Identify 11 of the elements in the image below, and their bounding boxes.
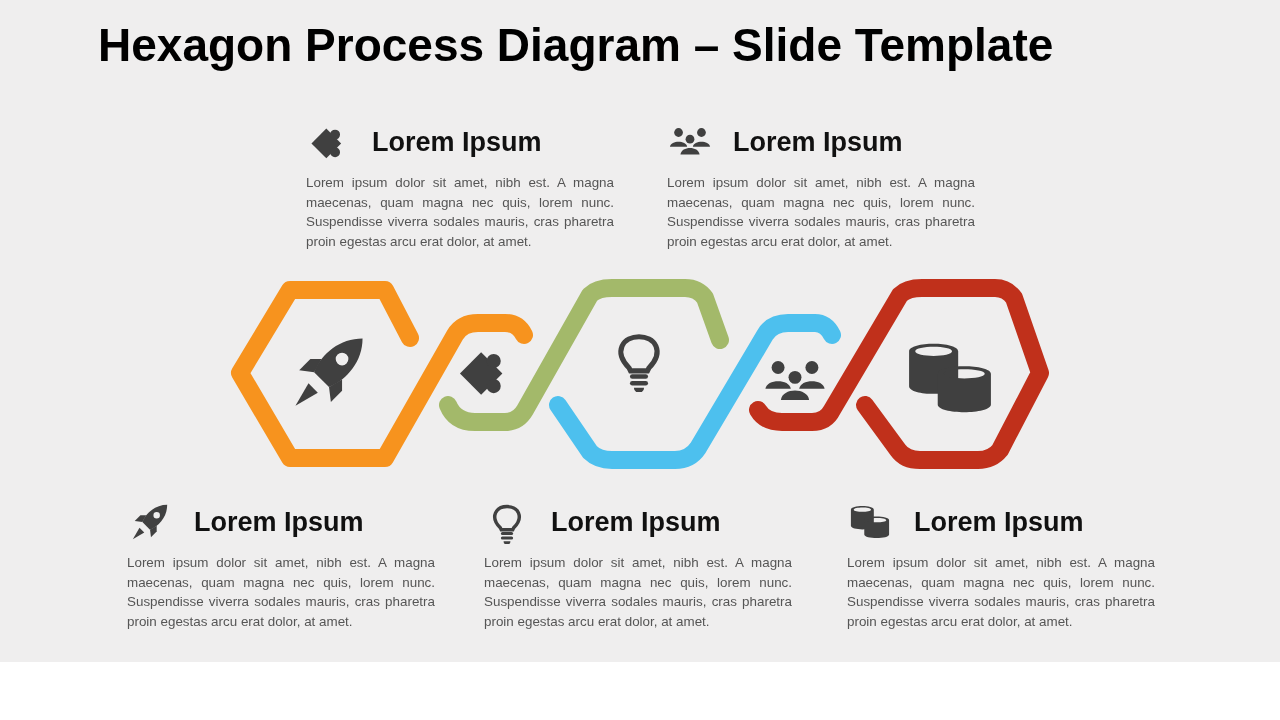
callout-heading: Lorem Ipsum — [733, 126, 903, 159]
callout-heading: Lorem Ipsum — [914, 506, 1084, 539]
callout-heading: Lorem Ipsum — [551, 506, 721, 539]
callout-heading: Lorem Ipsum — [194, 506, 364, 539]
callout-text: Lorem ipsum dolor sit amet, nibh est. A magna maecenas, quam magna nec quis, lorem nunc. Suspendisse viverra sodales mauris, cras pharetra proin egestas arcu erat dolor, at amet. — [127, 554, 435, 631]
slide-title: Hexagon Process Diagram – Slide Template — [98, 18, 1054, 72]
callout-text: Lorem ipsum dolor sit amet, nibh est. A magna maecenas, quam magna nec quis, lorem nunc. Suspendisse viverra sodales mauris, cras pharetra proin egestas arcu erat dolor, at amet. — [847, 554, 1155, 631]
callout-heading: Lorem Ipsum — [372, 126, 542, 159]
callout-text: Lorem ipsum dolor sit amet, nibh est. A magna maecenas, quam magna nec quis, lorem nunc. Suspendisse viverra sodales mauris, cras pharetra proin egestas arcu erat dolor, at amet. — [484, 554, 792, 631]
callout-text: Lorem ipsum dolor sit amet, nibh est. A magna maecenas, quam magna nec quis, lorem nunc. Suspendisse viverra sodales mauris, cras pharetra proin egestas arcu erat dolor, at amet. — [306, 174, 614, 251]
callout-text: Lorem ipsum dolor sit amet, nibh est. A magna maecenas, quam magna nec quis, lorem nunc. Suspendisse viverra sodales mauris, cras pharetra proin egestas arcu erat dolor, at amet. — [667, 174, 975, 251]
